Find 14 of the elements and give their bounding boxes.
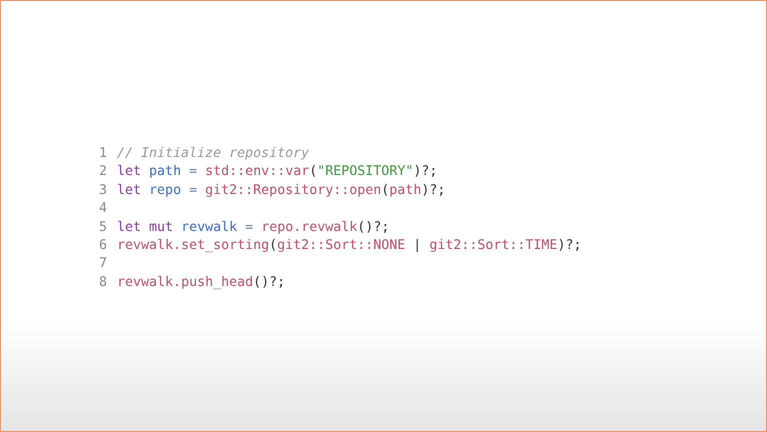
line-number: 1: [98, 145, 107, 163]
line-number: 6: [98, 237, 107, 255]
line-number: 5: [98, 218, 107, 237]
code-line: let mut revwalk = repo.revwalk()?;: [117, 218, 390, 237]
code-line: let path = std::env::var("REPOSITORY")?;: [117, 163, 438, 182]
line-number: 3: [98, 182, 107, 200]
line-number: 2: [98, 163, 107, 182]
line-number: 7: [98, 255, 107, 274]
code-line: // Initialize repository: [117, 145, 310, 163]
line-number: 4: [98, 200, 107, 218]
code-line: revwalk.set_sorting(git2::Sort::NONE | git2::Sort::TIME)?;: [117, 237, 582, 255]
code-line: let repo = git2::Repository::open(path)?;: [117, 182, 446, 200]
code-line: revwalk.push_head()?;: [117, 274, 286, 292]
line-number: 8: [98, 274, 107, 292]
